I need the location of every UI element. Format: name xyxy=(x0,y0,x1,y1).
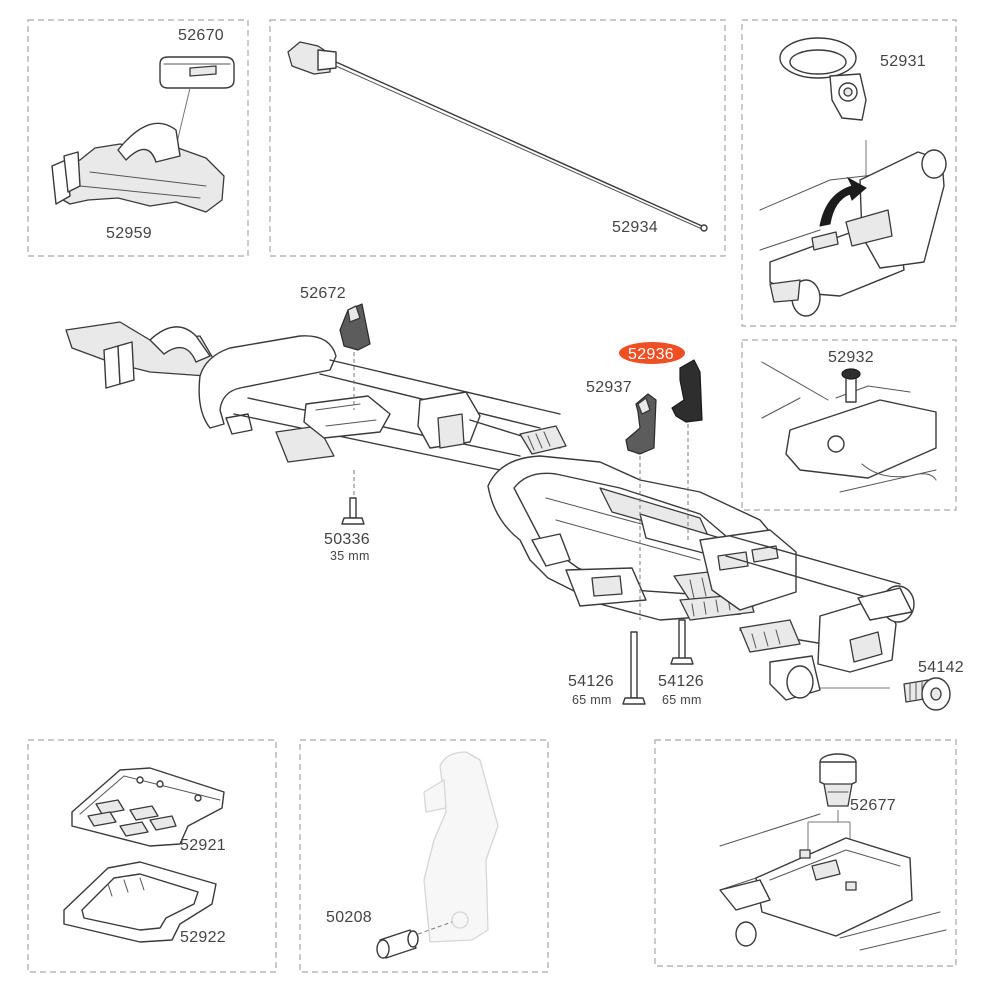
part-52922-frame xyxy=(63,861,217,943)
part-52672-small-cam xyxy=(339,303,371,351)
panel-frame-52932 xyxy=(741,339,957,511)
main-assembly xyxy=(65,321,915,701)
part-52921-pad-plate xyxy=(71,767,225,847)
label-52922: 52922 xyxy=(180,929,226,946)
label-50336: 50336 xyxy=(324,531,370,548)
highlight-52936 xyxy=(619,342,685,364)
label-52932: 52932 xyxy=(828,349,874,366)
label-52677: 52677 xyxy=(850,797,896,814)
panel-frame-52677 xyxy=(654,739,957,967)
label-54126-a: 54126 xyxy=(568,673,614,690)
part-52932-detail xyxy=(761,361,937,493)
part-52670-strap-pad xyxy=(159,56,235,89)
part-50336-screw xyxy=(341,497,365,525)
dim-54126-b: 65 mm xyxy=(662,693,702,707)
panel-frame-52921 xyxy=(27,739,277,973)
rotate-arrow-icon xyxy=(819,176,867,227)
assembly-52677-location xyxy=(719,813,947,951)
part-50208-pin xyxy=(376,929,419,959)
part-50208-ghost-holder xyxy=(423,751,499,943)
part-52934-cable xyxy=(287,41,708,232)
label-52931: 52931 xyxy=(880,53,926,70)
panel-frame-52934 xyxy=(269,19,726,257)
part-52959-wheel-tray xyxy=(51,122,225,213)
label-52934: 52934 xyxy=(612,219,658,236)
label-54142: 54142 xyxy=(918,659,964,676)
leader-50208 xyxy=(417,921,453,935)
label-52936: 52936 xyxy=(628,346,674,363)
part-52931-clamp-ring xyxy=(779,37,867,121)
part-54142-knob xyxy=(903,677,951,711)
label-52959: 52959 xyxy=(106,225,152,242)
label-54126-b: 54126 xyxy=(658,673,704,690)
dim-54126-a: 65 mm xyxy=(572,693,612,707)
label-52672: 52672 xyxy=(300,285,346,302)
label-52670: 52670 xyxy=(178,27,224,44)
leader-52677 xyxy=(807,810,851,884)
part-54126-screw-b xyxy=(670,619,694,665)
dim-50336: 35 mm xyxy=(330,549,370,563)
assembly-52931-location xyxy=(759,149,947,317)
part-52677-lock-cylinder xyxy=(819,753,857,807)
part-52937-cam xyxy=(625,393,657,455)
panel-frame-52959 xyxy=(27,19,249,257)
label-52937: 52937 xyxy=(586,379,632,396)
part-54126-screw-a xyxy=(622,631,646,705)
label-52921: 52921 xyxy=(180,837,226,854)
label-50208: 50208 xyxy=(326,909,372,926)
part-52936-dark-cam xyxy=(671,359,703,423)
panel-frame-50208 xyxy=(299,739,549,973)
